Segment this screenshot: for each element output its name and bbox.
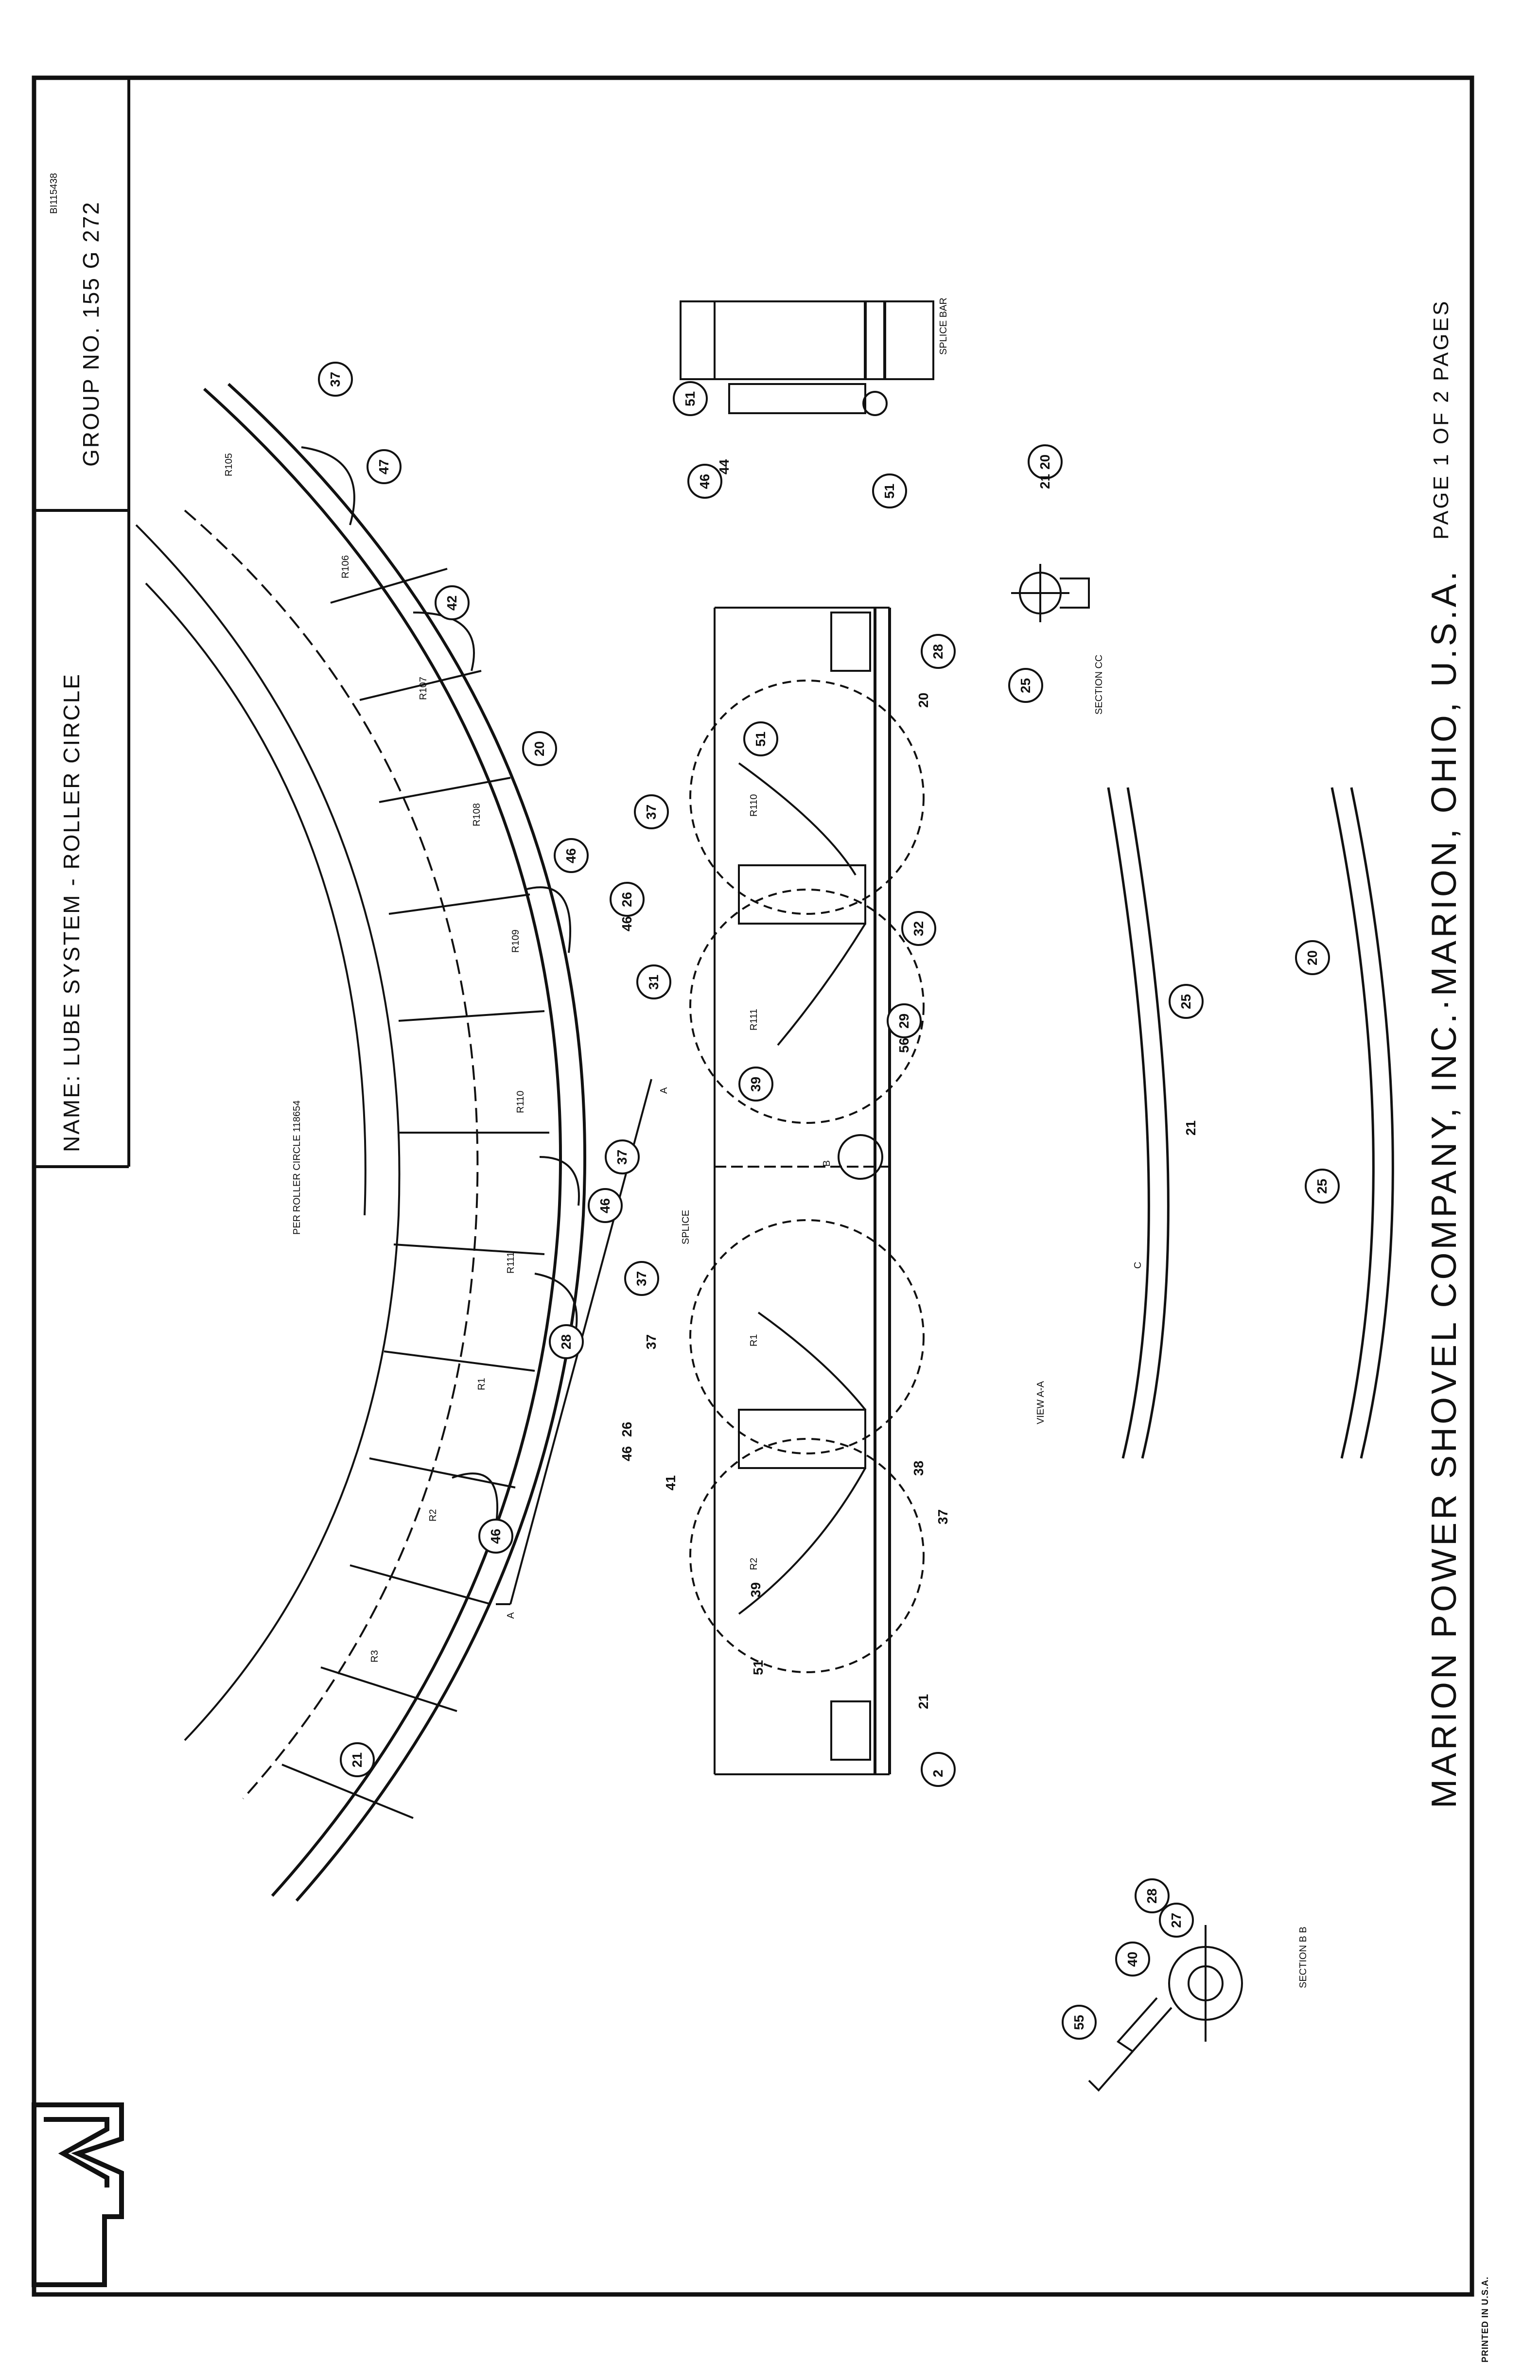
callout-number: 42	[444, 595, 459, 611]
rail-segments	[1107, 787, 1394, 1459]
callout-number: 47	[376, 459, 391, 474]
view-roller-label: R2	[749, 1558, 759, 1570]
callout-number: 46	[697, 473, 712, 489]
section-bb-detail	[1088, 1925, 1243, 2092]
callout-number: 32	[911, 921, 926, 936]
section-cc-detail	[1011, 564, 1090, 622]
callout-number: 21	[1183, 1120, 1198, 1136]
callout-number: 46	[563, 848, 578, 863]
callout-number: 46	[597, 1198, 612, 1213]
callout-number: 20	[916, 692, 931, 708]
roller-label: R106	[340, 555, 351, 578]
callout-number: 25	[1018, 678, 1033, 693]
callout-number: 37	[634, 1271, 649, 1286]
callout-bubbles	[318, 362, 1340, 2040]
section-cc-label: SECTION CC	[1094, 654, 1104, 715]
splice-label: SPLICE	[681, 1209, 691, 1244]
view-roller-label: R110	[749, 794, 759, 817]
callout-number: 51	[882, 483, 897, 499]
callout-number: 28	[1144, 1888, 1159, 1904]
title-name: NAME: LUBE SYSTEM - ROLLER CIRCLE	[59, 673, 84, 1152]
callout-number: 40	[1125, 1951, 1140, 1967]
company-name: MARION POWER SHOVEL COMPANY, INC.·MARION…	[1425, 568, 1464, 1808]
callout-number: 21	[1037, 473, 1052, 489]
callout-number: 37	[328, 371, 343, 387]
callout-number: 41	[663, 1475, 678, 1490]
callout-number: 37	[644, 804, 659, 820]
roller-label: R105	[224, 453, 234, 476]
section-mark-c: C	[1133, 1261, 1143, 1269]
marion-logo	[32, 2102, 124, 2287]
printed-in-usa: PRINTED IN U.S.A.	[1480, 2276, 1490, 2362]
callout-number: 55	[1071, 2014, 1086, 2030]
roller-label: R110	[515, 1090, 526, 1113]
view-roller-label: R1	[749, 1334, 759, 1347]
callout-number: 28	[559, 1334, 574, 1349]
callout-number: 26	[619, 892, 634, 907]
callout-number: 39	[748, 1582, 763, 1597]
callout-number: 28	[930, 644, 945, 659]
roller-label: R3	[369, 1650, 380, 1662]
callout-number: 31	[646, 974, 661, 990]
callout-number: 21	[916, 1694, 931, 1709]
section-mark-a-top: A	[659, 1087, 669, 1094]
view-roller-label: R111	[749, 1009, 759, 1031]
view-aa-label: VIEW A-A	[1035, 1381, 1046, 1424]
splice-bar-detail	[680, 300, 934, 416]
callout-number: 2	[930, 1769, 945, 1777]
view-aa	[689, 607, 925, 1775]
roller-label: R111	[506, 1252, 516, 1274]
per-roller-circle-label: PER ROLLER CIRCLE 118654	[292, 1100, 302, 1235]
callout-number: 51	[682, 391, 698, 406]
callout-number: 51	[753, 731, 768, 747]
callout-number: 25	[1178, 994, 1193, 1009]
splice-bar-label: SPLICE BAR	[938, 298, 949, 355]
callout-number: 51	[751, 1660, 766, 1675]
section-bb-label: SECTION B B	[1298, 1926, 1309, 1988]
callout-number: 39	[748, 1076, 763, 1092]
group-number: GROUP NO. 155 G 272	[78, 200, 104, 467]
callout-number: 26	[619, 1421, 634, 1437]
callout-number: 37	[935, 1509, 950, 1524]
drawing-ref: BI115438	[49, 173, 59, 214]
callout-number: 29	[896, 1013, 911, 1029]
section-mark-a-bottom: A	[506, 1612, 516, 1619]
roller-label: R108	[472, 803, 482, 826]
callout-number: 38	[911, 1460, 926, 1476]
callout-number: 37	[614, 1149, 630, 1165]
roller-label: R107	[418, 677, 429, 700]
callout-number: 44	[717, 459, 732, 474]
roller-label: R2	[428, 1509, 438, 1522]
page-info: PAGE 1 OF 2 PAGES	[1429, 299, 1453, 540]
callout-number: 46	[488, 1528, 503, 1544]
callout-number: 25	[1314, 1178, 1330, 1194]
roller-circle-arc	[135, 383, 652, 1902]
callout-number: 27	[1169, 1912, 1184, 1928]
callout-number: 46	[619, 916, 634, 931]
roller-label: R109	[510, 929, 521, 953]
callout-number: 56	[896, 1037, 911, 1053]
callout-number: 21	[350, 1752, 365, 1768]
drawing-border	[32, 75, 1474, 2297]
callout-number: 46	[619, 1446, 634, 1461]
roller-label: R1	[476, 1378, 487, 1390]
callout-number: 37	[644, 1334, 659, 1349]
callout-number: 20	[532, 741, 547, 756]
callout-number: 20	[1305, 950, 1320, 965]
callout-number: 20	[1037, 454, 1052, 470]
section-mark-b: B	[822, 1160, 832, 1167]
